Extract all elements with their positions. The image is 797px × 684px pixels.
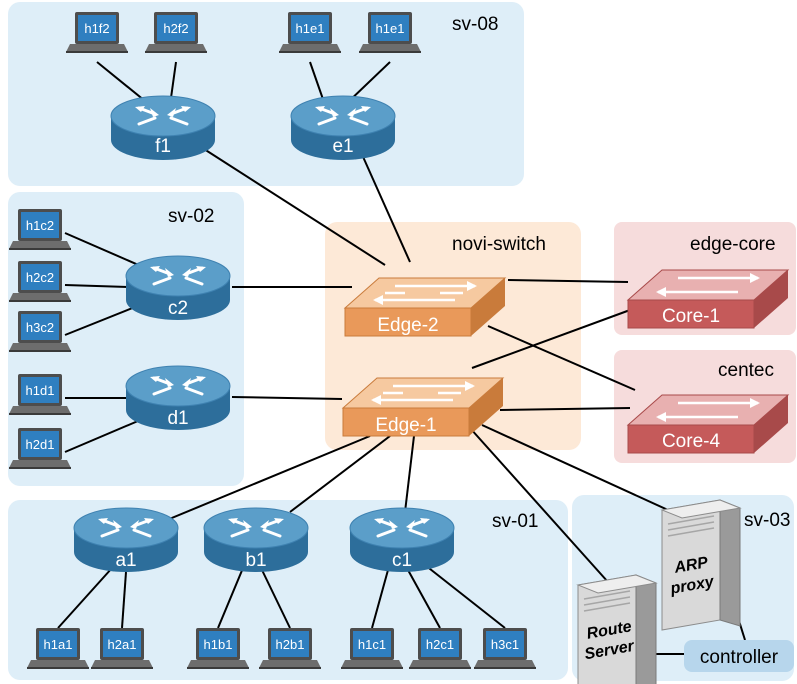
link-h2b1-b1 bbox=[261, 569, 291, 629]
host-h1d1: h1d1 bbox=[9, 374, 71, 415]
centec-label: centec bbox=[718, 360, 774, 381]
host-h1c2: h1c2 bbox=[9, 209, 71, 250]
server-label-line1: ARP bbox=[672, 554, 710, 577]
host-label: h1c1 bbox=[358, 637, 386, 652]
host-h1b1: h1b1 bbox=[187, 628, 249, 669]
router-label: f1 bbox=[155, 136, 171, 157]
link-f1-edge2 bbox=[189, 139, 386, 266]
host-h2c1: h2c1 bbox=[409, 628, 471, 669]
switch-label: Edge-2 bbox=[377, 315, 438, 336]
sv01-label: sv-01 bbox=[492, 511, 538, 532]
host-h1f2: h1f2 bbox=[66, 12, 128, 53]
host-h2c2: h2c2 bbox=[9, 261, 71, 302]
link-h2d1-d1 bbox=[64, 417, 146, 453]
host-h2d1: h2d1 bbox=[9, 428, 71, 469]
controller-box: controller bbox=[684, 640, 794, 672]
host-label: h1f2 bbox=[84, 21, 109, 36]
router-e1: e1 bbox=[289, 94, 397, 162]
router-label: a1 bbox=[115, 550, 136, 571]
router-c1: c1 bbox=[348, 506, 456, 574]
host-label: h1e1 bbox=[376, 21, 405, 36]
switch-label: Edge-1 bbox=[375, 415, 436, 436]
host-label: h2a1 bbox=[108, 637, 137, 652]
server-arp-proxy: ARP proxy bbox=[661, 499, 741, 631]
switch-label: Core-4 bbox=[662, 431, 721, 452]
host-label: h3c2 bbox=[26, 320, 54, 335]
link-h3c2-c2 bbox=[64, 304, 141, 336]
router-label: d1 bbox=[167, 408, 188, 429]
sv02-label: sv-02 bbox=[168, 206, 214, 227]
host-label: h1b1 bbox=[204, 637, 233, 652]
host-h3c1: h3c1 bbox=[474, 628, 536, 669]
controller-background bbox=[684, 640, 794, 672]
link-edge1-arpproxy bbox=[481, 424, 669, 511]
host-h1e1-b: h1e1 bbox=[359, 12, 421, 53]
link-h1c1-c1 bbox=[371, 569, 389, 629]
switch-edge2: Edge-2 bbox=[343, 276, 507, 338]
host-h1e1-a: h1e1 bbox=[279, 12, 341, 53]
link-edge2-core4 bbox=[487, 325, 636, 391]
link-h1b1-b1 bbox=[217, 567, 244, 629]
host-label: h1a1 bbox=[44, 637, 73, 652]
link-edge1-core4 bbox=[499, 407, 631, 411]
edge-core-label: edge-core bbox=[690, 234, 776, 255]
link-edge2-core1 bbox=[507, 279, 629, 283]
host-h2a1: h2a1 bbox=[91, 628, 153, 669]
router-c2: c2 bbox=[124, 254, 232, 322]
router-label: c2 bbox=[168, 298, 188, 319]
router-a1: a1 bbox=[72, 506, 180, 574]
host-h2b1: h2b1 bbox=[259, 628, 321, 669]
host-label: h1d1 bbox=[26, 383, 55, 398]
link-d1-edge1 bbox=[231, 396, 343, 400]
link-edge1-routeserver bbox=[469, 427, 609, 583]
link-h2a1-a1 bbox=[121, 571, 127, 629]
host-h1a1: h1a1 bbox=[27, 628, 89, 669]
link-h2c1-c1 bbox=[407, 569, 441, 629]
switch-core1: Core-1 bbox=[626, 268, 790, 330]
host-label: h2c2 bbox=[26, 270, 54, 285]
host-label: h1c2 bbox=[26, 218, 54, 233]
link-e1-edge2 bbox=[359, 149, 411, 263]
router-label: c1 bbox=[392, 550, 412, 571]
controller-label: controller bbox=[700, 647, 779, 668]
sv08-label: sv-08 bbox=[452, 14, 498, 35]
host-h3c2: h3c2 bbox=[9, 311, 71, 352]
router-label: b1 bbox=[245, 550, 266, 571]
link-edge1-a1 bbox=[149, 435, 371, 528]
host-label: h2c1 bbox=[426, 637, 454, 652]
link-edge1-c1 bbox=[404, 435, 415, 513]
host-h1c1: h1c1 bbox=[341, 628, 403, 669]
link-h2c2-c2 bbox=[64, 284, 131, 288]
host-h2f2: h2f2 bbox=[145, 12, 207, 53]
sv03-label: sv-03 bbox=[744, 510, 790, 531]
router-d1: d1 bbox=[124, 364, 232, 432]
host-label: h2f2 bbox=[163, 21, 188, 36]
host-label: h2b1 bbox=[276, 637, 305, 652]
switch-label: Core-1 bbox=[662, 306, 720, 327]
router-label: e1 bbox=[332, 136, 353, 157]
link-edge1-b1 bbox=[289, 435, 391, 513]
host-label: h3c1 bbox=[491, 637, 519, 652]
link-edge1-core1 bbox=[471, 309, 631, 369]
host-label: h2d1 bbox=[26, 437, 55, 452]
novi-switch-label: novi-switch bbox=[452, 234, 546, 255]
server-route-server: Route Server bbox=[577, 574, 657, 684]
link-h1a1-a1 bbox=[57, 567, 113, 629]
router-b1: b1 bbox=[202, 506, 310, 574]
router-f1: f1 bbox=[109, 94, 217, 162]
switch-core4: Core-4 bbox=[626, 393, 790, 455]
switch-edge1: Edge-1 bbox=[341, 376, 505, 438]
host-label: h1e1 bbox=[296, 21, 325, 36]
link-h3c1-c1 bbox=[424, 564, 506, 629]
